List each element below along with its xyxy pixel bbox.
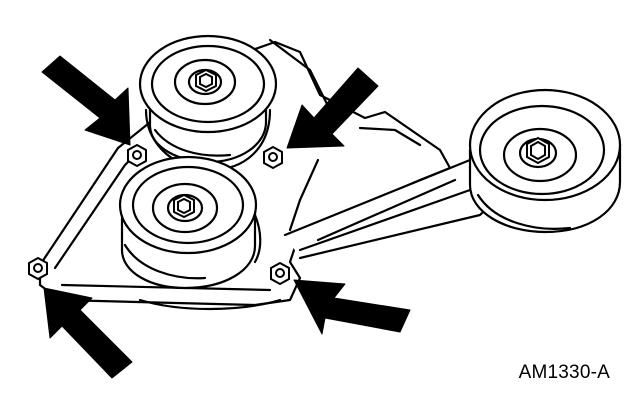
pulley-bolt-upper-icon xyxy=(195,68,217,93)
arrow-icon xyxy=(41,55,131,146)
figure-code: AM1330-A xyxy=(518,362,610,383)
pulley-bolt-lower-icon xyxy=(173,193,195,219)
arrow-icon xyxy=(43,287,133,379)
bolt-icon xyxy=(127,143,147,168)
bolt-icon xyxy=(263,145,283,170)
arrow-icon xyxy=(293,279,411,335)
bolt-icon xyxy=(270,261,290,286)
idler-pulley-lower-icon xyxy=(118,155,262,290)
tensioner-pulley-icon xyxy=(468,88,622,234)
pulley-bolt-right-icon xyxy=(526,136,550,165)
arrow-icon xyxy=(286,67,379,149)
bolt-icon xyxy=(28,256,48,281)
